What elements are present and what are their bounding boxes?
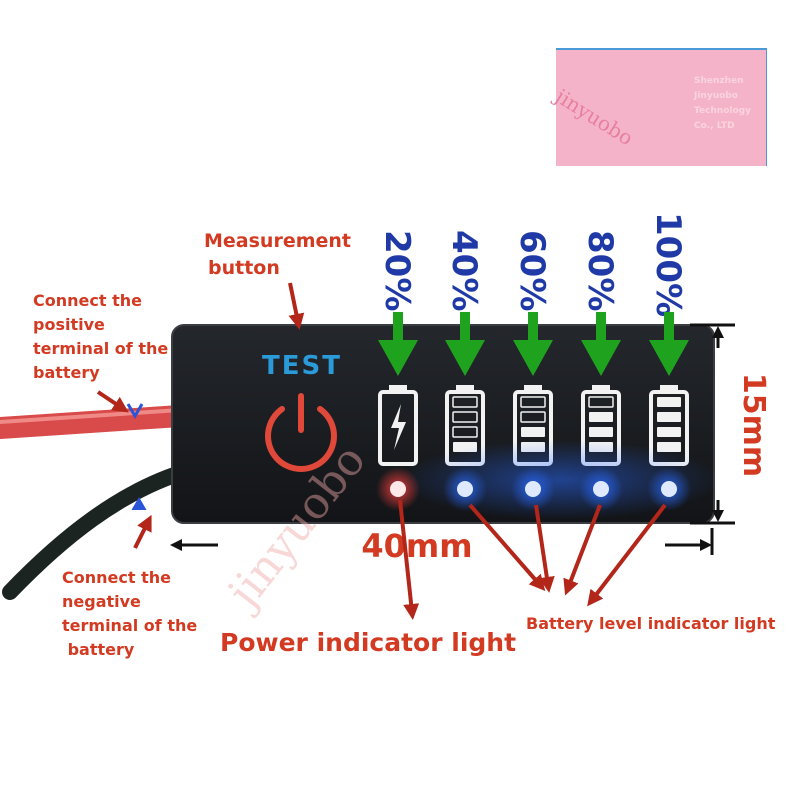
level-arrow [445,312,485,376]
battery-level-indicator-label: Battery level indicator light [526,614,776,633]
measurement-button-label-line: Measurement [204,230,351,252]
battery-segment [521,427,545,437]
battery-segment [520,411,546,423]
watermark-company-line: Jinyuobo [694,91,738,101]
battery-segment [452,411,478,423]
negative-terminal-label-line: negative [62,592,141,611]
width-dimension-label: 40mm [361,527,472,565]
battery-segment [657,397,681,407]
measurement-arrow [288,282,305,330]
battery-segment [452,426,478,438]
negative-terminal-label-line: battery [62,640,135,659]
battery-segment [657,427,681,437]
power-indicator-label: Power indicator light [220,628,517,657]
height-dimension [690,323,735,525]
power-indicator-arrow [398,499,420,620]
negative-terminal-label-line: terminal of the [62,616,198,635]
positive-terminal-label: Connect the positive terminal of the bat… [33,289,168,385]
positive-terminal-label-line: battery [33,363,100,382]
negative-arrow [133,514,152,549]
battery-segment [520,396,546,408]
power-icon[interactable] [265,393,337,472]
level-percent-label: 20% [377,230,417,311]
measurement-button-label: Measurement button [204,228,351,282]
negative-wire [2,462,198,600]
positive-wire [0,405,191,439]
battery-segment [452,396,478,408]
level-arrows [378,312,689,376]
positive-terminal-label-line: positive [33,315,105,334]
level-percent-label: 100% [648,212,688,317]
positive-terminal-label-line: Connect the [33,291,142,310]
level-led [443,467,487,511]
level-arrow [378,312,418,376]
positive-wire-highlight [0,408,181,424]
height-dimension-label: 15mm [736,373,771,477]
indicator-leds [376,467,691,511]
battery-icon [378,385,418,466]
level-percent-label: 40% [444,230,484,311]
negative-terminal-marker [131,497,147,511]
battery-segment [657,412,681,422]
power-led [376,467,420,511]
positive-terminal-marker [126,403,144,419]
measurement-button-label-line: button [208,257,280,279]
width-dimension [170,528,714,555]
level-led [647,467,691,511]
level-arrow [581,312,621,376]
battery-segment [588,396,614,408]
negative-terminal-label-line: Connect the [62,568,171,587]
watermark-company-line: Co., LTD [694,121,735,131]
watermark-company-line: Shenzhen [694,76,744,86]
level-percent-labels: 20% 40% 60% 80% 100% [377,212,688,317]
watermark-company: Shenzhen Jinyuobo Technology Co., LTD [694,74,764,134]
level-percent-label: 80% [580,230,620,311]
watermark-panel: jinyuobo Shenzhen Jinyuobo Technology Co… [551,48,767,166]
test-label: TEST [262,351,342,381]
charging-bolt-icon [391,404,406,450]
positive-arrow [96,390,129,413]
level-led [511,467,555,511]
level-arrow [649,312,689,376]
negative-terminal-label: Connect the negative terminal of the bat… [62,566,197,662]
level-arrow [513,312,553,376]
watermark-company-line: Technology [694,106,751,116]
battery-segment [589,427,613,437]
positive-terminal-label-line: terminal of the [33,339,169,358]
level-led [579,467,623,511]
level-percent-label: 60% [512,230,552,311]
battery-segment [589,412,613,422]
battery-level-arrows [468,503,667,607]
